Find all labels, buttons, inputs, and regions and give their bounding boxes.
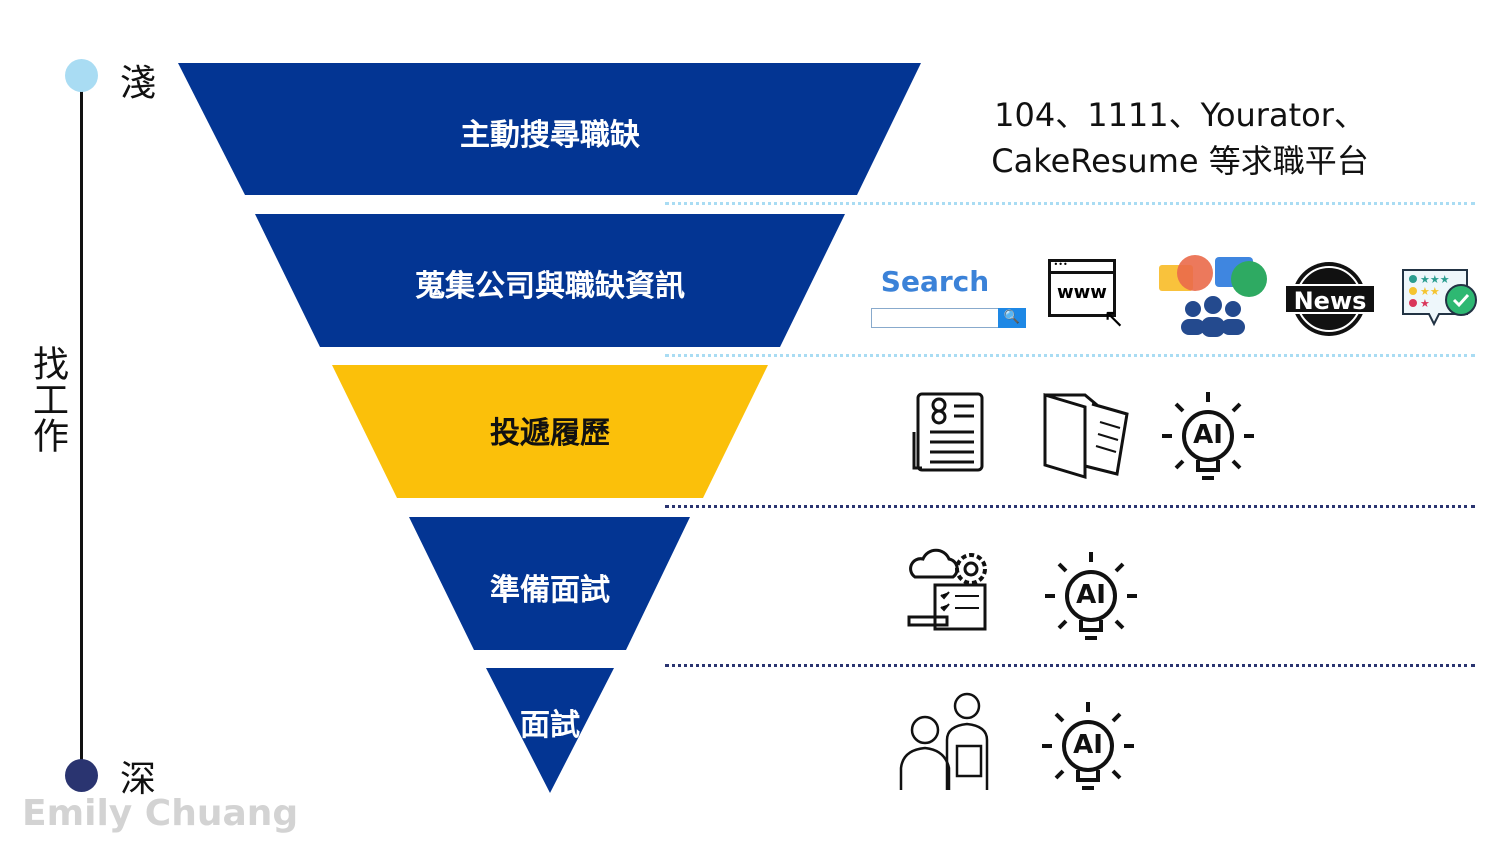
news-text: News: [1286, 284, 1374, 315]
funnel-layer-1: [178, 63, 921, 195]
resume-icon: [912, 392, 984, 472]
separator-1: [665, 202, 1475, 205]
funnel-layer-3: [332, 365, 768, 498]
funnel-label-2: 蒐集公司與職缺資訊: [415, 269, 685, 304]
funnel-layer-4: [409, 517, 690, 650]
ai-bulb-icon: AI: [1040, 700, 1136, 796]
www-text: www: [1057, 282, 1107, 303]
www-browser-icon: ••• www ↖: [1048, 259, 1125, 334]
ai-text: AI: [1076, 580, 1106, 610]
platforms-line-2: CakeResume 等求職平台: [991, 142, 1369, 180]
separator-4: [665, 664, 1475, 667]
interview-prep-icon: [907, 548, 987, 631]
funnel-label-4: 準備面試: [490, 573, 610, 608]
svg-text:★: ★: [1420, 297, 1430, 310]
shallow-dot: [65, 59, 98, 92]
deep-dot: [65, 759, 98, 792]
ai-text: AI: [1193, 420, 1223, 450]
document-folder-icon: [1043, 392, 1129, 480]
separator-2: [665, 354, 1475, 357]
search-bar-icon: Search 🔍: [871, 265, 1027, 331]
news-globe-icon: News: [1286, 262, 1374, 337]
search-text: Search: [880, 265, 990, 298]
svg-text:★★: ★★: [1420, 285, 1440, 298]
funnel-label-1: 主動搜尋職缺: [460, 118, 640, 153]
platforms-line-1: 104、1111、Yourator、: [994, 96, 1366, 134]
review-rating-icon: ★★★★★★: [1402, 269, 1477, 327]
ai-bulb-icon: AI: [1043, 550, 1139, 646]
ai-bulb-icon: AI: [1160, 390, 1256, 486]
watermark: Emily Chuang: [22, 793, 299, 834]
shallow-label: 淺: [120, 63, 157, 104]
platforms-text: 104、1111、Yourator、 CakeResume 等求職平台: [960, 92, 1400, 184]
funnel-label-5: 面試: [520, 708, 580, 743]
community-chat-icon: [1159, 255, 1267, 337]
funnel-layer-2: [255, 214, 845, 347]
ai-text: AI: [1073, 730, 1103, 760]
side-label: 找工作: [27, 345, 68, 453]
depth-axis-line: [80, 75, 83, 775]
deep-label: 深: [120, 759, 157, 800]
funnel-layer-5: [486, 668, 614, 793]
funnel-label-3: 投遞履歷: [490, 416, 610, 451]
interview-people-icon: [899, 692, 989, 790]
separator-3: [665, 505, 1475, 508]
svg-text:★★★: ★★★: [1420, 273, 1450, 286]
